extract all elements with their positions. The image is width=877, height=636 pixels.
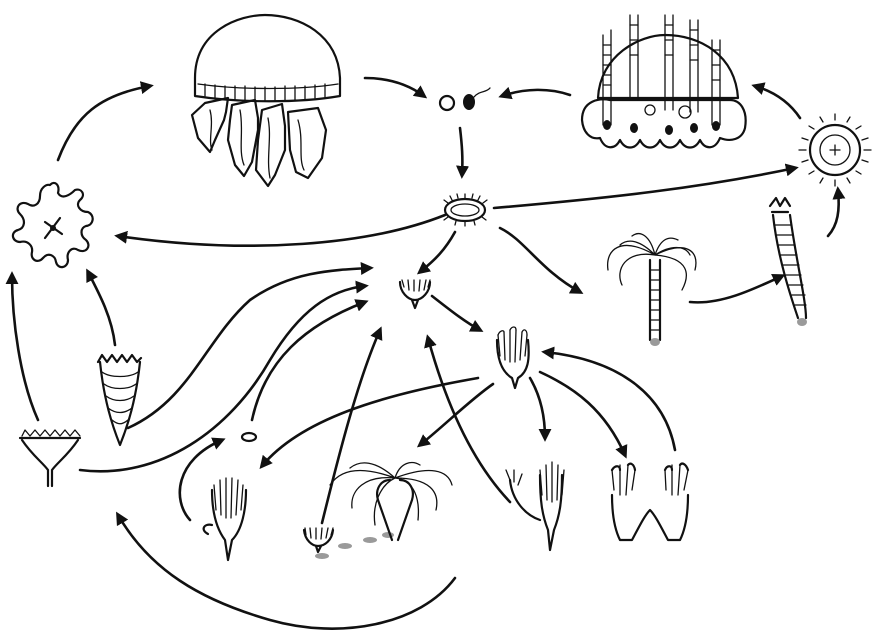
swimming-medusa — [582, 15, 746, 148]
budding-polyp — [506, 462, 564, 550]
stolon-polyps — [612, 464, 688, 540]
podocyst — [242, 433, 256, 441]
arrow-planula-to-ephyra — [118, 215, 445, 246]
arrow-budding-to-small-polyp — [428, 338, 510, 502]
strobilating-polyp — [770, 198, 807, 326]
arrow-actinula-to-swimming-medusa — [755, 86, 800, 118]
arrow-planula-to-tentacled-polyp — [500, 228, 580, 292]
arrow-tentacled-to-strobilating — [690, 276, 782, 302]
arrow-small-polyp-to-polyp — [432, 296, 480, 330]
medusa — [192, 15, 340, 186]
actinula — [799, 114, 871, 186]
tentacled-polyp — [608, 234, 696, 346]
polyp — [497, 327, 529, 388]
frustule — [304, 528, 394, 559]
arrow-planula-to-small-polyp — [420, 232, 455, 272]
cyst-polyp — [204, 478, 246, 560]
gametes — [440, 88, 490, 110]
arrow-ephyra-to-medusa — [58, 86, 150, 160]
small-polyp — [400, 280, 430, 308]
arrow-podocyst-to-ephyra — [12, 275, 38, 420]
arrow-gametes-to-planula — [460, 128, 462, 175]
tentacled-colony — [330, 463, 452, 540]
arrow-medusa-to-gametes — [365, 78, 424, 96]
arrow-polyp-to-stolon — [540, 372, 625, 455]
arrow-polyp-to-budding — [530, 378, 545, 438]
planula — [444, 194, 487, 226]
arrow-cyst-polyp-to-small-polyp — [322, 330, 380, 523]
arrow-strobila-to-ephyra — [88, 272, 115, 345]
arrow-bottom-return — [118, 515, 455, 629]
arrow-planula-to-actinula — [494, 168, 795, 208]
arrow-strobilating-to-actinula — [828, 190, 839, 236]
podocyst-polyp — [20, 430, 80, 486]
strobila — [98, 355, 141, 445]
arrow-podocyst-to-small-polyp — [80, 286, 365, 471]
arrow-swimming-medusa-to-gametes — [502, 90, 570, 96]
arrows — [12, 78, 839, 629]
arrow-strobila-to-small-polyp — [128, 268, 370, 428]
arrow-polyp-to-frustule — [420, 384, 493, 445]
ephyra — [13, 183, 93, 267]
arrow-stolon-to-polyp — [545, 352, 675, 450]
